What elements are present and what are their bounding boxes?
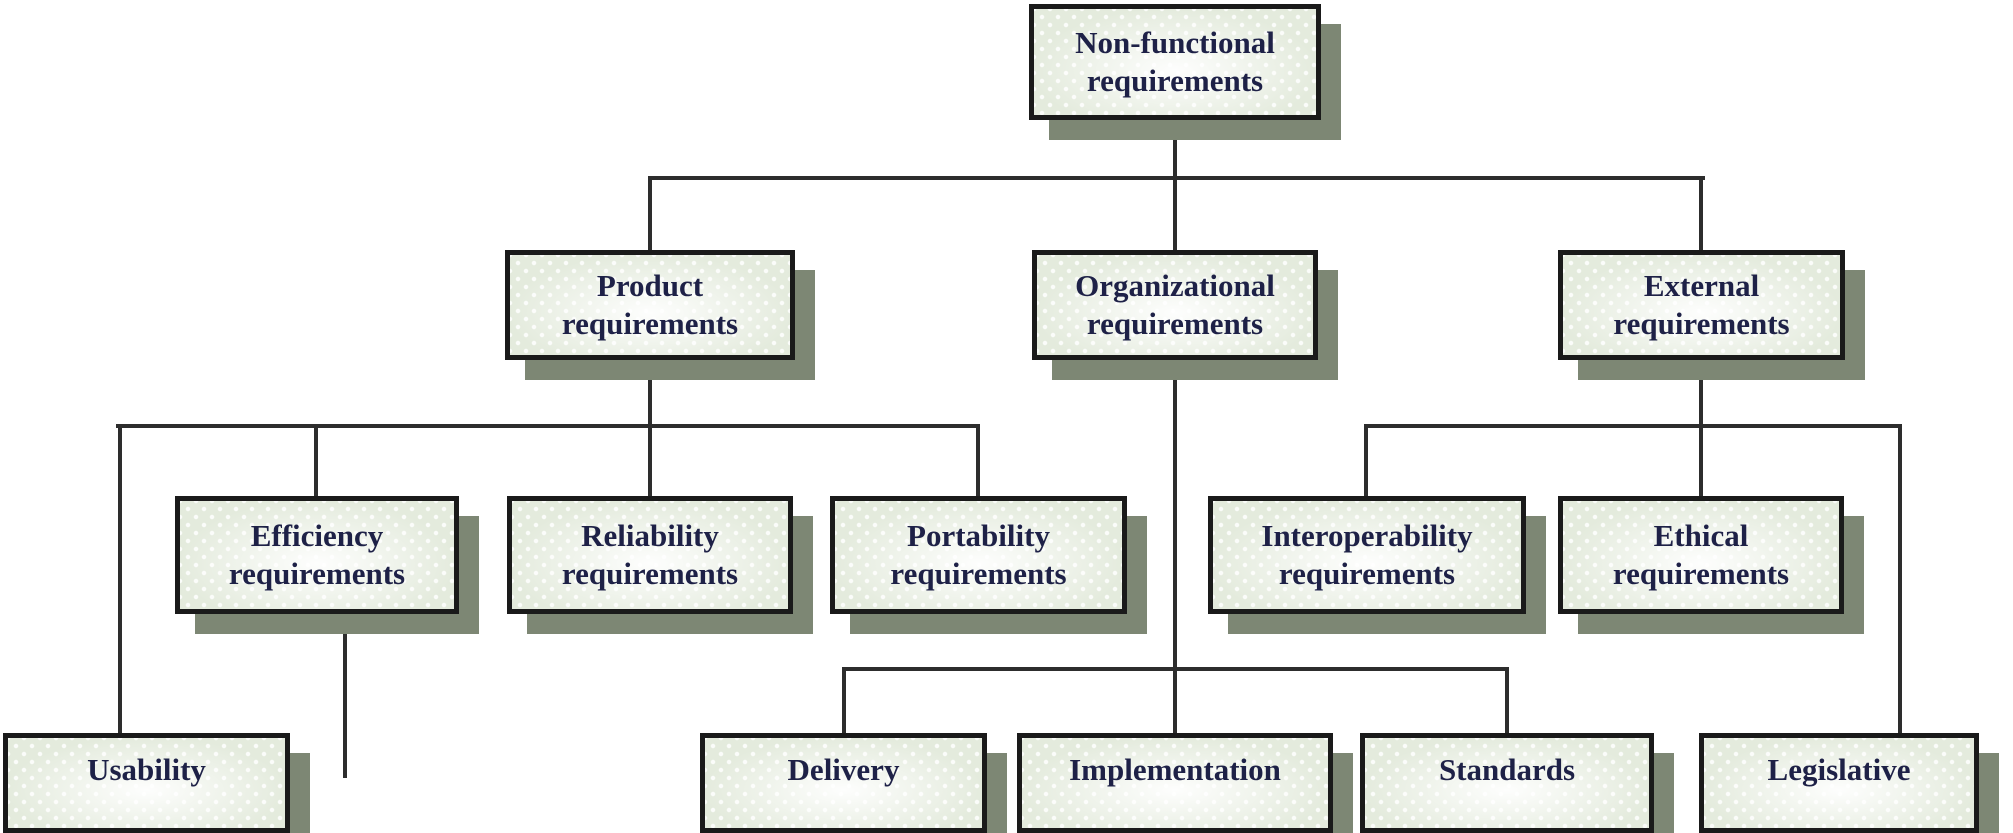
connector-external-bottom: [1699, 356, 1703, 428]
connector-efficiency-bottom: [343, 610, 347, 778]
connector-organizational-bottom: [1173, 356, 1177, 671]
connector-organizational-top: [1173, 178, 1177, 252]
connector-delivery-top: [842, 667, 846, 735]
node-interoperability-requirements: Interoperability requirements: [1208, 496, 1526, 614]
node-label: Usability: [87, 752, 206, 787]
connector-external-top: [1699, 178, 1703, 252]
node-label: Non-functional requirements: [1075, 25, 1275, 98]
node-external-requirements: External requirements: [1558, 250, 1845, 360]
node-label: Portability requirements: [890, 518, 1067, 591]
node-standards: Standards: [1360, 733, 1654, 833]
node-efficiency-requirements: Efficiency requirements: [175, 496, 459, 614]
connector-standards-top: [1505, 667, 1509, 735]
node-label: Legislative: [1767, 752, 1911, 787]
node-label: Efficiency requirements: [228, 518, 406, 591]
connector-external-children-line: [1364, 424, 1902, 428]
node-label: Standards: [1438, 752, 1576, 787]
connector-implementation-top: [1173, 667, 1177, 735]
connector-root-drop: [1173, 116, 1177, 180]
node-usability: Usability: [3, 733, 290, 833]
node-label: External requirements: [1613, 268, 1790, 341]
connector-usability-drop: [118, 424, 122, 737]
connector-legislative-drop: [1898, 424, 1902, 737]
connector-portability-top: [976, 424, 980, 500]
node-non-functional-requirements: Non-functional requirements: [1029, 4, 1321, 120]
node-label: Product requirements: [561, 268, 739, 341]
node-legislative: Legislative: [1699, 733, 1979, 833]
node-label: Reliability requirements: [561, 518, 739, 591]
connector-product-top: [648, 178, 652, 252]
node-organizational-requirements: Organizational requirements: [1032, 250, 1318, 360]
node-delivery: Delivery: [700, 733, 987, 833]
connector-efficiency-top: [314, 424, 318, 500]
node-portability-requirements: Portability requirements: [830, 496, 1127, 614]
node-label: Delivery: [787, 752, 900, 787]
connector-interoperability-top: [1364, 424, 1368, 500]
node-label: Organizational requirements: [1075, 268, 1275, 341]
connector-product-bottom: [648, 356, 652, 428]
node-label: Interoperability requirements: [1261, 518, 1473, 591]
node-reliability-requirements: Reliability requirements: [507, 496, 793, 614]
node-product-requirements: Product requirements: [505, 250, 795, 360]
node-ethical-requirements: Ethical requirements: [1558, 496, 1844, 614]
connector-reliability-top: [648, 424, 652, 500]
requirements-tree-diagram: Non-functional requirements Product requ…: [3, 4, 1979, 833]
node-label: Ethical requirements: [1612, 518, 1790, 591]
node-implementation: Implementation: [1017, 733, 1333, 833]
connector-ethical-top: [1699, 424, 1703, 500]
connector-product-children-line: [116, 424, 980, 428]
node-label: Implementation: [1069, 752, 1281, 787]
